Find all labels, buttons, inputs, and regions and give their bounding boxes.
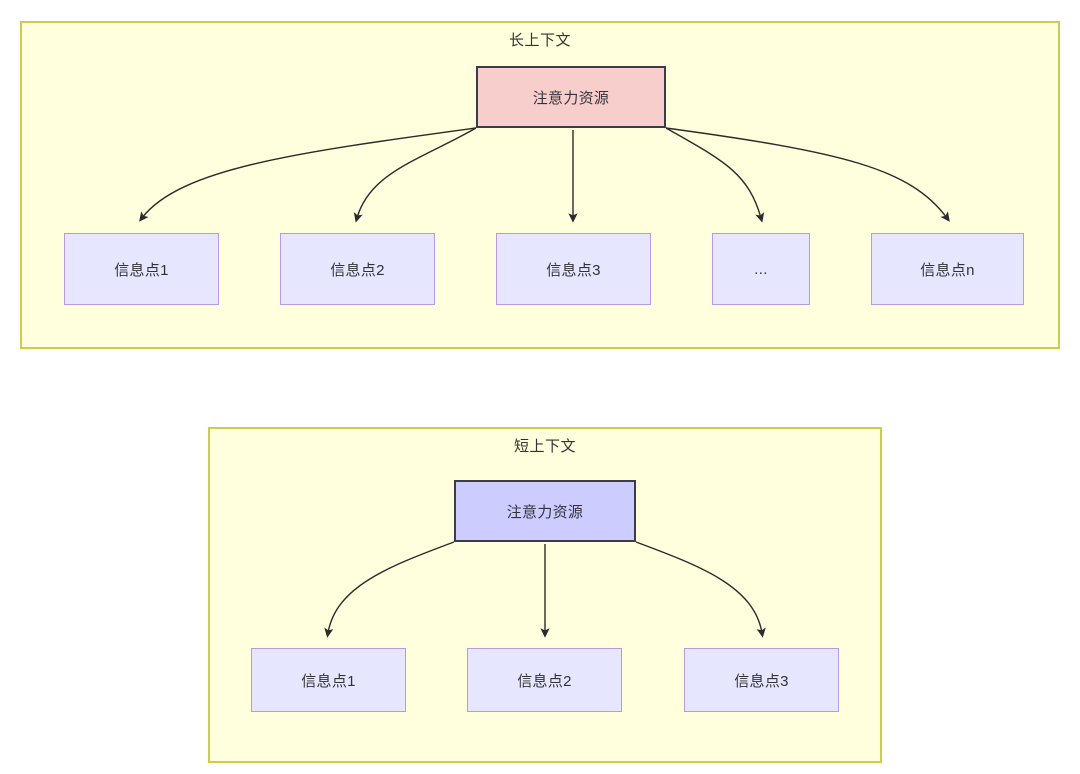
node-label: ... (754, 260, 768, 278)
node-info-point-ellipsis-long[interactable]: ... (712, 233, 810, 305)
node-label: 信息点n (920, 261, 975, 279)
node-label: 信息点2 (330, 261, 385, 279)
node-label: 信息点3 (546, 261, 601, 279)
node-info-point-1-long[interactable]: 信息点1 (64, 233, 219, 305)
node-info-point-3-short[interactable]: 信息点3 (684, 648, 839, 712)
node-label: 信息点2 (517, 672, 572, 690)
node-info-point-1-short[interactable]: 信息点1 (251, 648, 406, 712)
node-label: 注意力资源 (532, 89, 610, 107)
group-long-context-title: 长上下文 (508, 32, 571, 49)
node-label: 信息点3 (734, 672, 789, 690)
node-attention-resource-short[interactable]: 注意力资源 (454, 480, 636, 542)
node-info-point-3-long[interactable]: 信息点3 (496, 233, 651, 305)
node-attention-resource-long[interactable]: 注意力资源 (476, 66, 666, 128)
group-short-context-title: 短上下文 (513, 438, 576, 455)
node-label: 注意力资源 (506, 503, 584, 521)
group-short-context: 短上下文 (208, 427, 882, 763)
node-label: 信息点1 (114, 261, 169, 279)
node-label: 信息点1 (301, 672, 356, 690)
node-info-point-n-long[interactable]: 信息点n (871, 233, 1024, 305)
node-info-point-2-long[interactable]: 信息点2 (280, 233, 435, 305)
node-info-point-2-short[interactable]: 信息点2 (467, 648, 622, 712)
